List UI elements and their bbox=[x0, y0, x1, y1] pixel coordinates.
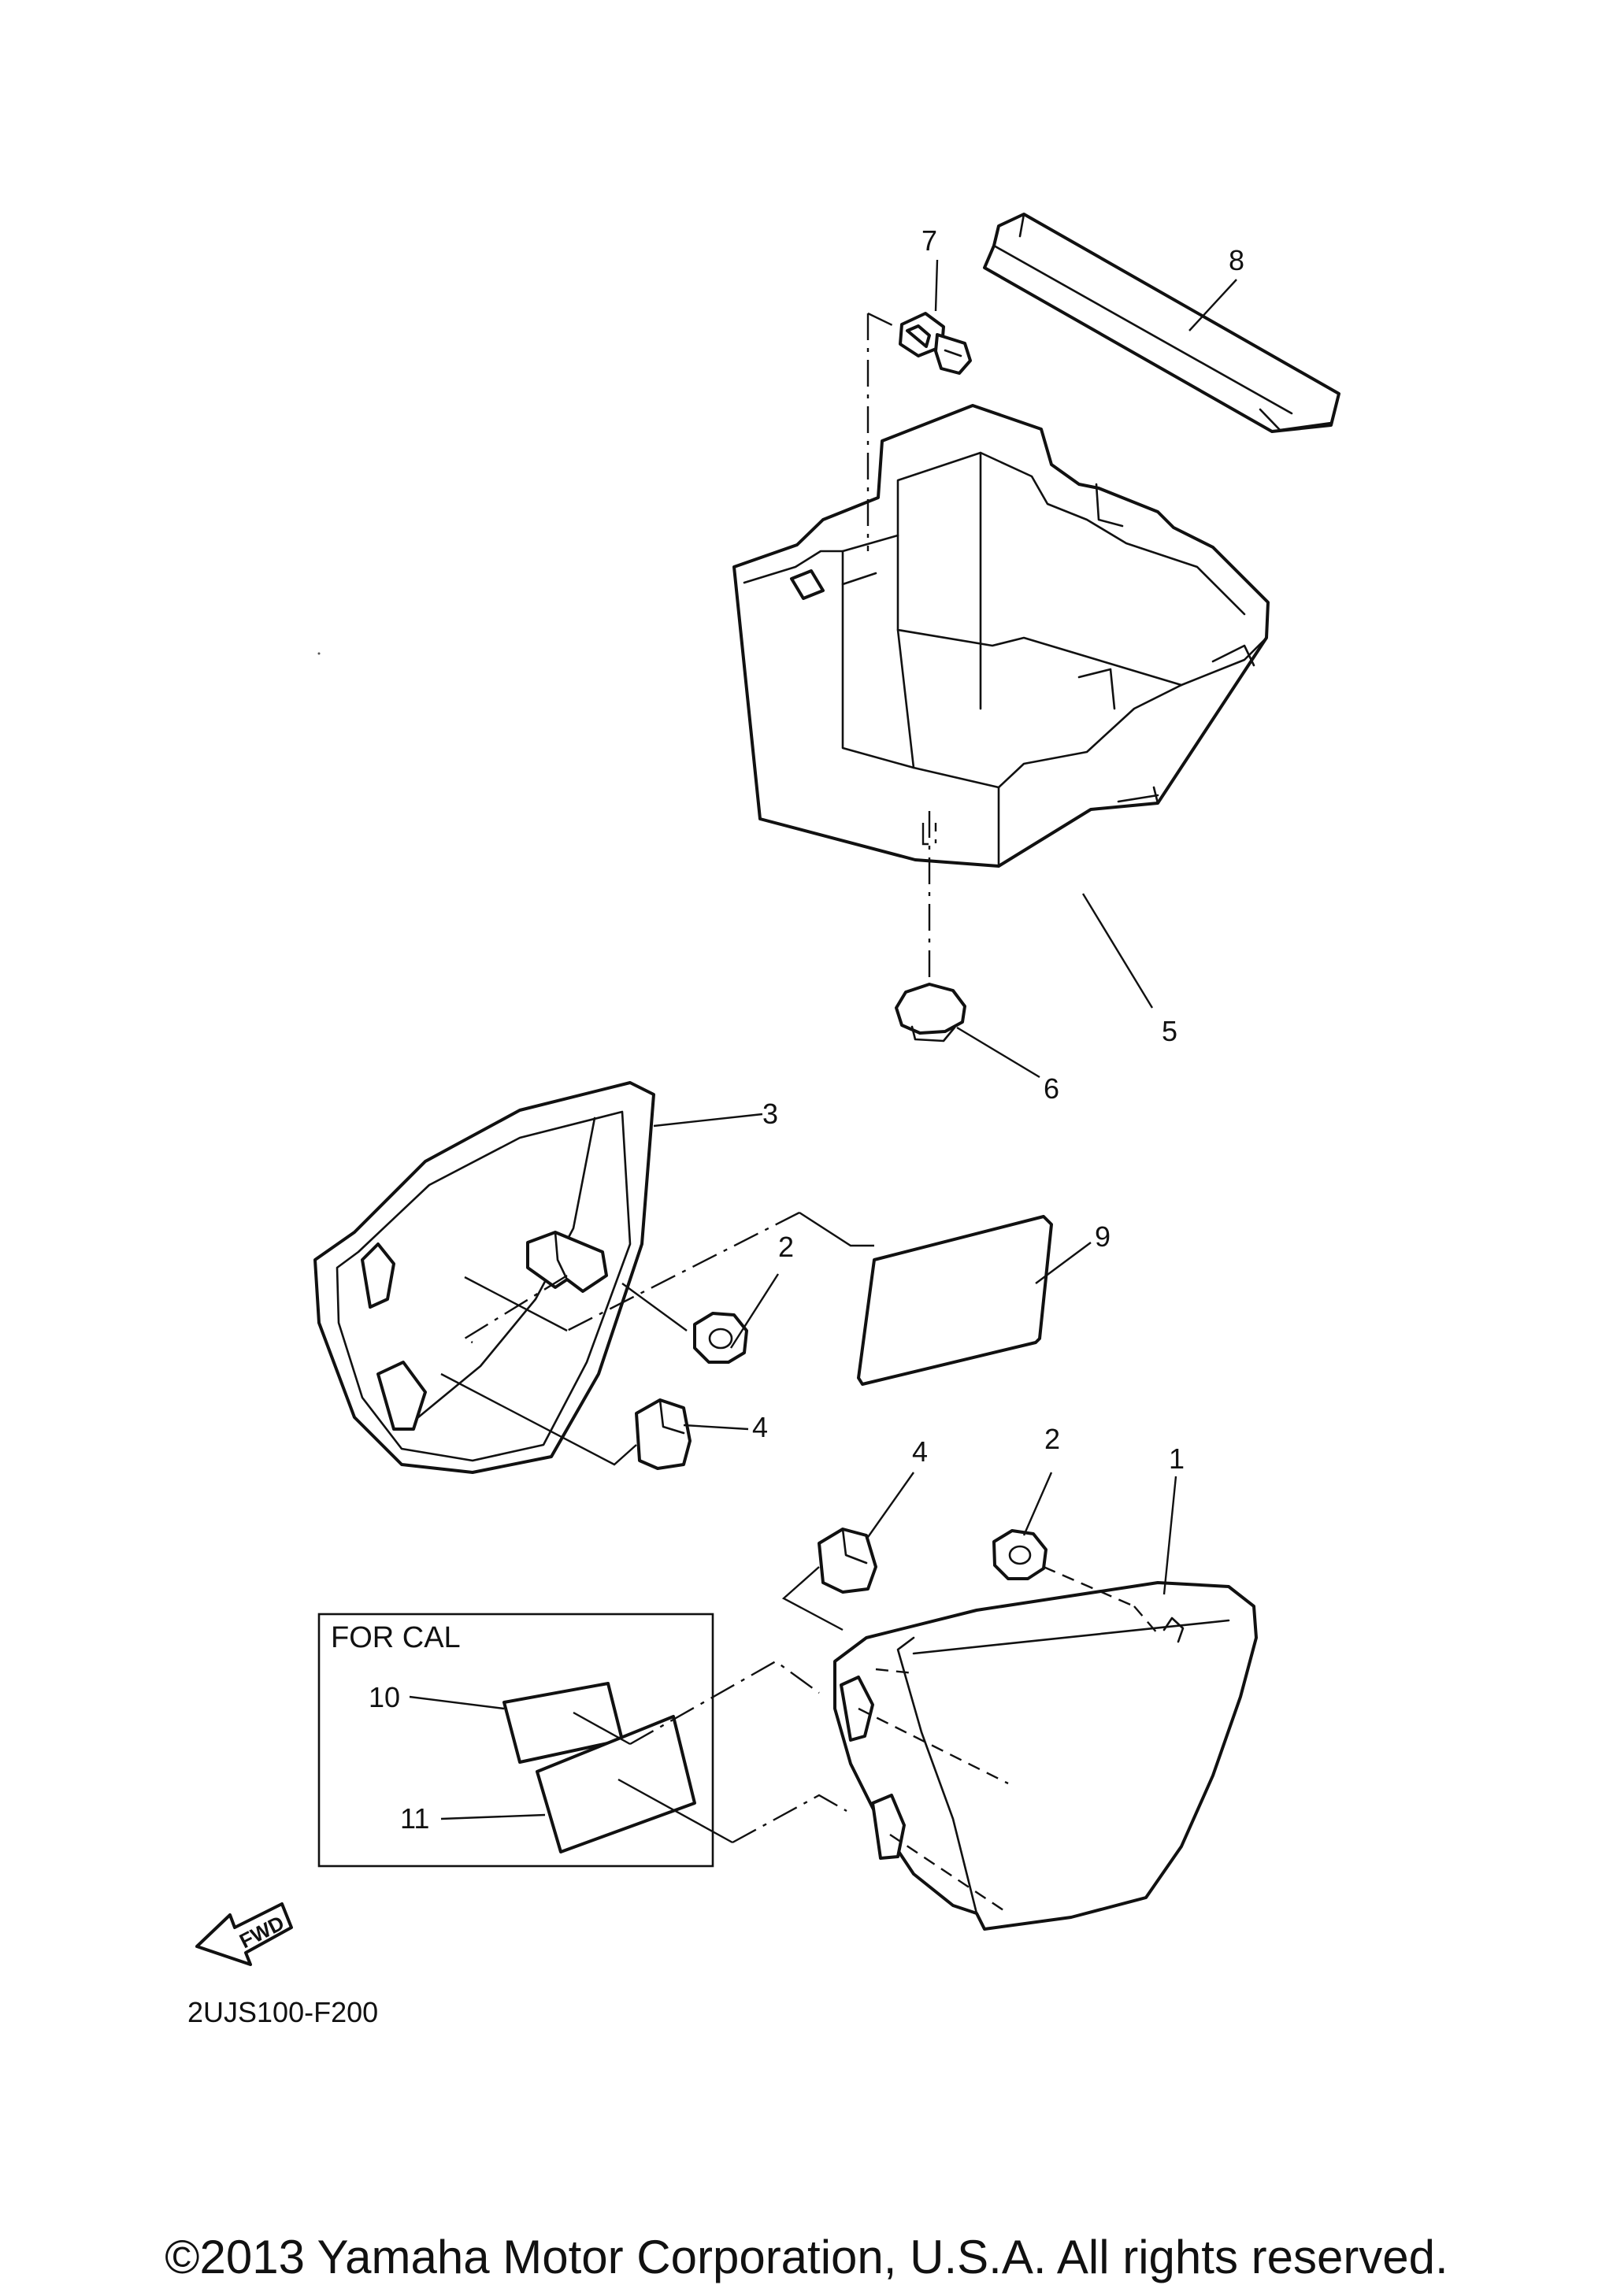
copyright-notice: ©2013 Yamaha Motor Corporation, U.S.A. A… bbox=[165, 2231, 1448, 2283]
battery-band bbox=[983, 213, 1340, 433]
leader-lines bbox=[409, 259, 1237, 1820]
emblem-plate bbox=[857, 1215, 1053, 1386]
callout-9: 9 bbox=[1095, 1220, 1111, 1253]
callout-numbers: 7 8 5 6 3 9 2 4 4 2 1 10 11 bbox=[369, 224, 1244, 1835]
left-side-cover bbox=[313, 1081, 655, 1474]
diagram-code: 2UJS100-F200 bbox=[187, 1996, 378, 2028]
damper-upper bbox=[635, 1398, 692, 1470]
callout-8: 8 bbox=[1229, 244, 1244, 276]
callout-4-upper: 4 bbox=[752, 1411, 768, 1443]
callout-10: 10 bbox=[369, 1681, 400, 1713]
grommet bbox=[895, 983, 966, 1042]
damper-lower bbox=[818, 1528, 877, 1594]
california-inset bbox=[317, 1613, 714, 1868]
label-part-11 bbox=[536, 1715, 696, 1853]
bolt bbox=[899, 312, 972, 375]
callout-3: 3 bbox=[762, 1098, 778, 1130]
callout-6: 6 bbox=[1044, 1072, 1059, 1105]
stray-dot bbox=[317, 652, 321, 655]
assembly-lines bbox=[440, 312, 1159, 1914]
callout-5: 5 bbox=[1162, 1015, 1177, 1047]
callout-1: 1 bbox=[1169, 1442, 1185, 1475]
inset-label: FOR CAL bbox=[331, 1621, 461, 1654]
callout-2-upper: 2 bbox=[778, 1231, 794, 1263]
callout-2-lower: 2 bbox=[1044, 1423, 1060, 1455]
forward-direction-arrow: FWD bbox=[195, 1902, 293, 1966]
battery-box bbox=[732, 404, 1270, 868]
right-side-cover bbox=[833, 1581, 1258, 1931]
callout-7: 7 bbox=[921, 224, 937, 257]
callout-4-lower: 4 bbox=[912, 1435, 928, 1468]
callout-11: 11 bbox=[400, 1802, 429, 1835]
grommet-lower bbox=[992, 1529, 1048, 1580]
grommet-upper bbox=[693, 1312, 748, 1364]
